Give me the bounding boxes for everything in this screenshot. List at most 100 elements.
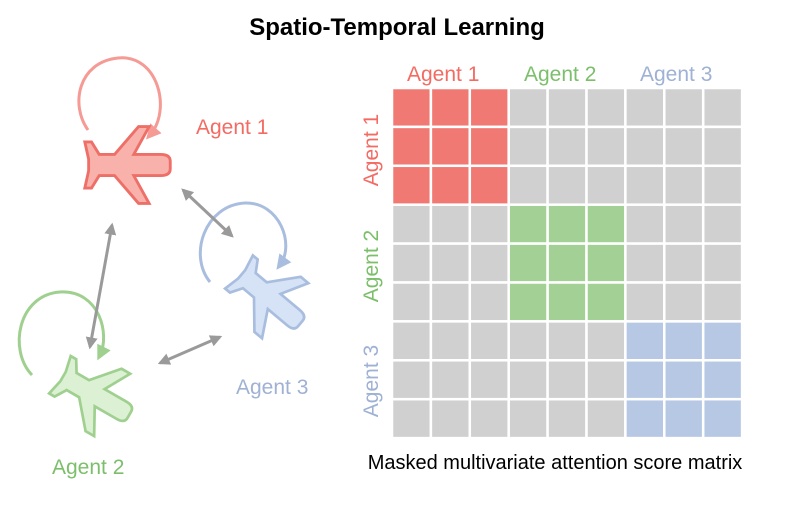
matrix-cell-agent3: [624, 320, 666, 362]
matrix-cell-masked: [390, 242, 433, 284]
matrix-cell-masked: [468, 397, 510, 440]
agent1-label: Agent 1: [196, 116, 269, 139]
matrix-cell-masked: [390, 320, 433, 362]
matrix-cell-masked: [390, 203, 433, 245]
matrix-cell-agent3: [701, 359, 744, 401]
matrix-cell-masked: [663, 281, 705, 323]
matrix-cell-masked: [701, 125, 744, 168]
matrix-cell-agent3: [624, 359, 666, 401]
matrix-column-header-agent2: Agent 2: [524, 63, 597, 86]
matrix-cell-masked: [663, 164, 705, 206]
matrix-cell-masked: [468, 242, 510, 284]
arrow-agent1-agent3: [181, 188, 234, 238]
matrix-cell-masked: [546, 86, 588, 129]
matrix-cell-masked: [585, 164, 627, 206]
agent3-self-loop: [198, 201, 292, 283]
matrix-cell-agent1: [429, 164, 472, 206]
matrix-cell-agent2: [546, 281, 588, 323]
matrix-cell-agent1: [390, 164, 433, 206]
matrix-cell-masked: [507, 164, 549, 206]
matrix-cell-masked: [663, 125, 705, 168]
matrix-cell-masked: [663, 203, 705, 245]
matrix-cell-masked: [390, 281, 433, 323]
matrix-cell-masked: [507, 320, 549, 362]
matrix-cell-masked: [429, 397, 472, 440]
matrix-cell-masked: [624, 164, 666, 206]
matrix-cell-masked: [429, 320, 472, 362]
matrix-cell-masked: [701, 164, 744, 206]
matrix-cell-agent2: [585, 242, 627, 284]
matrix-cell-masked: [390, 397, 433, 440]
matrix-cell-agent2: [507, 281, 549, 323]
matrix-cell-masked: [546, 397, 588, 440]
matrix-cell-agent1: [429, 86, 472, 129]
matrix-cell-agent3: [663, 320, 705, 362]
matrix-cell-agent2: [546, 242, 588, 284]
matrix-cell-agent3: [663, 397, 705, 440]
agent1-self-loop: [77, 56, 162, 140]
matrix-cell-agent3: [663, 359, 705, 401]
matrix-cell-masked: [663, 242, 705, 284]
matrix-cell-masked: [429, 359, 472, 401]
arrow-agent1-agent2: [85, 222, 117, 350]
matrix-cell-masked: [585, 359, 627, 401]
matrix-cell-masked: [507, 397, 549, 440]
matrix-cell-agent3: [701, 320, 744, 362]
matrix-cell-masked: [624, 86, 666, 129]
agent1-plane-icon: [83, 125, 172, 205]
matrix-cell-agent2: [546, 203, 588, 245]
matrix-cell-masked: [585, 125, 627, 168]
matrix-cell-agent1: [429, 125, 472, 168]
matrix-cell-masked: [429, 281, 472, 323]
arrow-agent2-agent3: [157, 335, 223, 365]
matrix-column-header-agent3: Agent 3: [640, 63, 713, 86]
matrix-cell-masked: [429, 203, 472, 245]
matrix-cell-agent2: [507, 203, 549, 245]
attention-matrix: [390, 86, 744, 440]
matrix-cell-agent2: [585, 203, 627, 245]
matrix-cell-masked: [701, 86, 744, 129]
matrix-cell-masked: [390, 359, 433, 401]
agent2-label: Agent 2: [52, 456, 125, 479]
matrix-cell-agent3: [701, 397, 744, 440]
matrix-cell-masked: [624, 125, 666, 168]
matrix-cell-masked: [546, 359, 588, 401]
matrix-cell-agent3: [624, 397, 666, 440]
matrix-cell-masked: [468, 320, 510, 362]
matrix-cell-masked: [585, 86, 627, 129]
matrix-cell-masked: [507, 125, 549, 168]
matrix-cell-agent2: [585, 281, 627, 323]
matrix-cell-masked: [468, 359, 510, 401]
matrix-cell-masked: [624, 203, 666, 245]
matrix-cell-masked: [507, 359, 549, 401]
matrix-cell-agent1: [468, 86, 510, 129]
matrix-row-header-agent3: Agent 3: [360, 344, 383, 418]
matrix-cell-masked: [507, 86, 549, 129]
matrix-cell-agent1: [390, 86, 433, 129]
matrix-cell-masked: [546, 125, 588, 168]
matrix-cell-agent1: [390, 125, 433, 168]
matrix-cell-masked: [585, 397, 627, 440]
agent3-plane-icon: [214, 243, 325, 353]
agent3-label: Agent 3: [236, 376, 309, 399]
matrix-cell-agent2: [507, 242, 549, 284]
matrix-row-header-agent2: Agent 2: [360, 229, 383, 303]
matrix-cell-masked: [585, 320, 627, 362]
matrix-cell-masked: [624, 242, 666, 284]
matrix-cell-masked: [701, 281, 744, 323]
matrix-cell-masked: [624, 281, 666, 323]
matrix-cell-agent1: [468, 125, 510, 168]
matrix-caption: Masked multivariate attention score matr…: [367, 452, 743, 474]
matrix-cell-masked: [546, 164, 588, 206]
matrix-column-header-agent1: Agent 1: [407, 63, 480, 86]
matrix-cell-masked: [429, 242, 472, 284]
matrix-cell-masked: [468, 203, 510, 245]
matrix-cell-masked: [701, 203, 744, 245]
matrix-cell-masked: [701, 242, 744, 284]
matrix-cell-masked: [663, 86, 705, 129]
matrix-cell-masked: [546, 320, 588, 362]
matrix-cell-masked: [468, 281, 510, 323]
figure-title: Spatio-Temporal Learning: [249, 14, 545, 41]
